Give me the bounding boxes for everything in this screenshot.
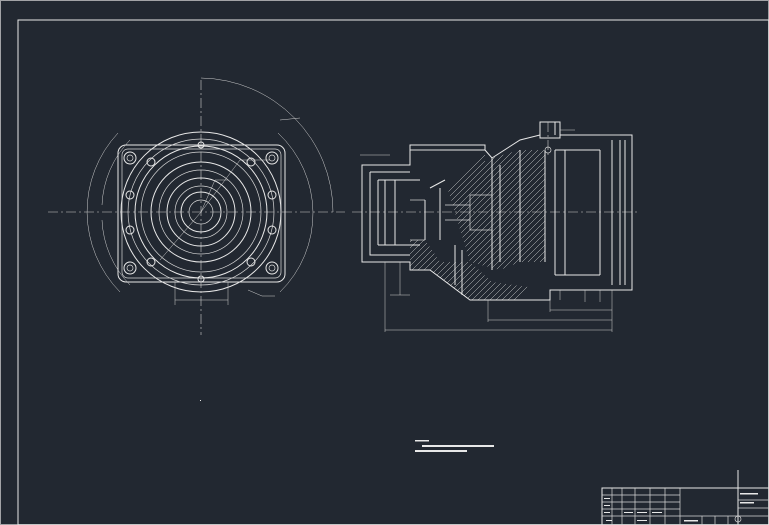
drawing-frame (17, 19, 769, 525)
technical-notes (200, 400, 494, 452)
front-bottom-dimension (174, 282, 229, 305)
radial-leaders (159, 117, 301, 297)
section-view (352, 121, 640, 332)
bolt-circle-holes (125, 141, 277, 283)
housing-outline (361, 121, 633, 301)
title-block (601, 470, 769, 525)
front-view (48, 77, 345, 335)
radius-dimension-arc (200, 77, 334, 213)
projection-symbol-icon (734, 515, 742, 523)
concentric-bores (120, 131, 282, 293)
left-dimension-arc (86, 132, 121, 293)
right-dimension-arc (277, 132, 314, 293)
square-flange (117, 144, 286, 283)
section-hatching (410, 150, 550, 300)
section-inner-features (410, 122, 552, 241)
section-dimensions (360, 129, 620, 332)
corner-bolt-holes (123, 151, 279, 275)
